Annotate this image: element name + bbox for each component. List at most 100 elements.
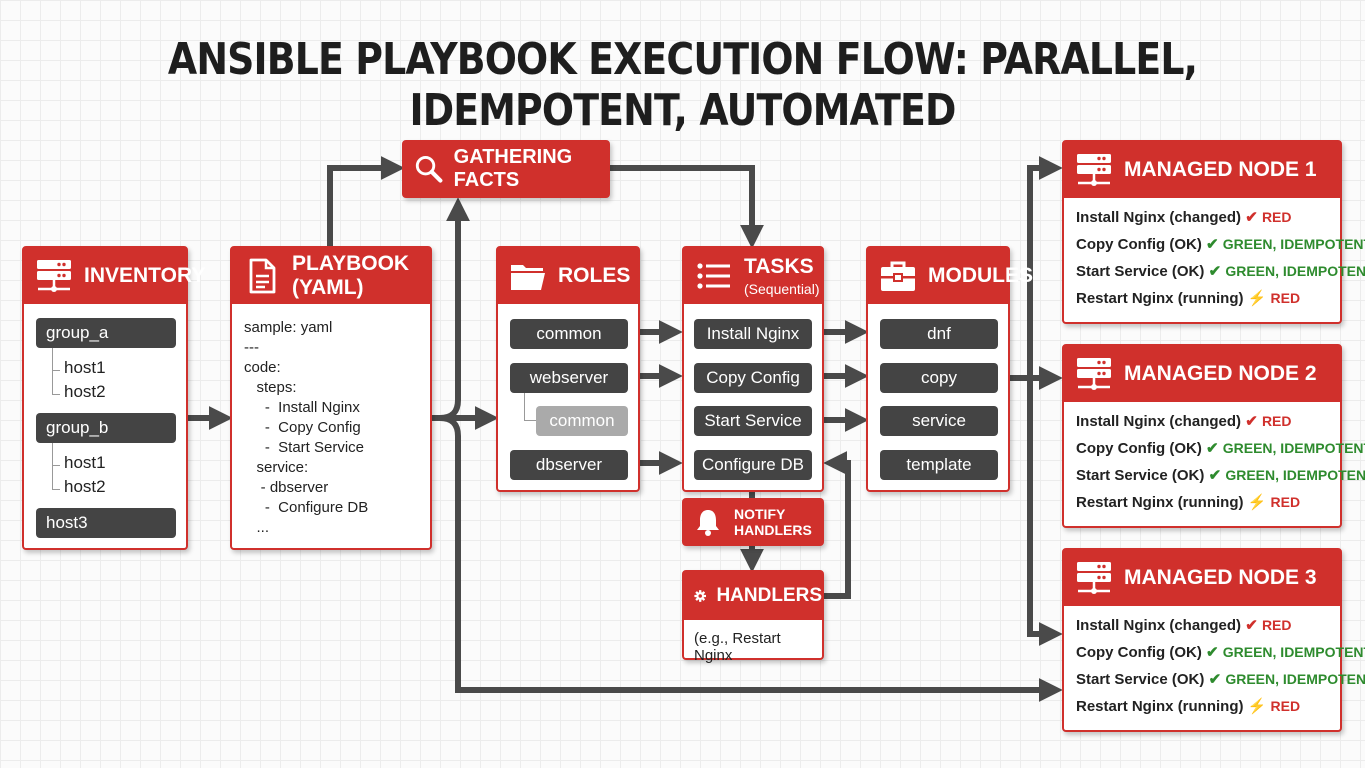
node-task-status: RED bbox=[1270, 290, 1301, 306]
module-template[interactable]: template bbox=[880, 450, 998, 480]
bell-icon bbox=[697, 510, 719, 536]
server-icon bbox=[1077, 562, 1111, 594]
node-task-label: Install Nginx (changed) bbox=[1076, 617, 1242, 634]
node-task-label: Restart Nginx (running) bbox=[1076, 698, 1244, 715]
toolbox-icon bbox=[881, 261, 915, 291]
managed-node-1: MANAGED NODE 1 Install Nginx (changed) ✔… bbox=[1062, 140, 1365, 324]
arrow-handlers-to-configure bbox=[823, 451, 851, 599]
module-copy[interactable]: copy bbox=[880, 363, 998, 393]
check-icon: ✔ bbox=[1205, 644, 1219, 661]
yaml-line: - Start Service bbox=[244, 439, 365, 456]
node-task-status: GREEN, IDEMPOTENT bbox=[1225, 671, 1365, 687]
playbook-yaml: sample: yaml---code: steps: - Install Ng… bbox=[244, 318, 368, 538]
playbook-title: PLAYBOOK (YAML) bbox=[292, 252, 410, 299]
managed-node-header: MANAGED NODE 2 bbox=[1064, 346, 1340, 402]
node-task-label: Start Service (OK) bbox=[1076, 671, 1205, 688]
inventory-title: INVENTORY bbox=[84, 264, 206, 287]
yaml-line: - dbserver bbox=[244, 479, 329, 496]
node-task-status: GREEN, IDEMPOTENT bbox=[1225, 467, 1365, 483]
managed-node-title: MANAGED NODE 2 bbox=[1124, 362, 1317, 385]
lightning-icon: ⚡ bbox=[1247, 698, 1267, 715]
search-icon bbox=[415, 156, 443, 183]
modules-panel: MODULES dnf copy service template bbox=[866, 246, 1033, 492]
modules-header: MODULES bbox=[868, 248, 1033, 304]
node-task-row: Start Service (OK) ✔ GREEN, IDEMPOTENT bbox=[1064, 258, 1365, 285]
module-dnf[interactable]: dnf bbox=[880, 319, 998, 349]
notify-label-line2: HANDLERS bbox=[734, 522, 812, 538]
roles-header: ROLES bbox=[498, 248, 638, 304]
role-common[interactable]: common bbox=[510, 319, 628, 349]
check-icon: ✔ bbox=[1208, 671, 1222, 688]
node-task-label: Install Nginx (changed) bbox=[1076, 413, 1242, 430]
arrow-playbook-to-node3 bbox=[439, 415, 1063, 702]
page-title: ANSIBLE PLAYBOOK EXECUTION FLOW: PARALLE… bbox=[167, 34, 1198, 136]
arrow-branch-node3 bbox=[1027, 378, 1063, 646]
inventory-group-a[interactable]: group_a bbox=[36, 318, 176, 348]
node-task-row: Restart Nginx (running) ⚡ RED bbox=[1064, 285, 1340, 312]
node-task-status: RED bbox=[1270, 698, 1301, 714]
node-task-label: Restart Nginx (running) bbox=[1076, 494, 1244, 511]
gear-icon bbox=[694, 590, 707, 602]
node-task-status: GREEN, IDEMPOTENT bbox=[1222, 644, 1365, 660]
yaml-line: sample: yaml bbox=[244, 319, 333, 336]
node-task-status: GREEN, IDEMPOTENT bbox=[1222, 236, 1365, 252]
node-task-label: Copy Config (OK) bbox=[1076, 644, 1202, 661]
managed-node-title: MANAGED NODE 1 bbox=[1124, 158, 1317, 181]
node-task-status: RED bbox=[1261, 209, 1292, 225]
node-task-label: Copy Config (OK) bbox=[1076, 236, 1202, 253]
module-service[interactable]: service bbox=[880, 406, 998, 436]
task-install-nginx[interactable]: Install Nginx bbox=[694, 319, 812, 349]
playbook-header: PLAYBOOK (YAML) bbox=[232, 248, 430, 304]
role-dbserver[interactable]: dbserver bbox=[510, 450, 628, 480]
lightning-icon: ⚡ bbox=[1247, 290, 1267, 307]
arrow-playbook-to-facts bbox=[327, 156, 405, 246]
yaml-line: steps: bbox=[244, 379, 297, 396]
inventory-panel: INVENTORY group_a host1 host2 group_b ho… bbox=[22, 246, 205, 550]
group-a-host2: host2 bbox=[64, 382, 106, 401]
handlers-title: HANDLERS bbox=[716, 585, 822, 606]
playbook-panel: PLAYBOOK (YAML) sample: yaml---code: ste… bbox=[230, 246, 432, 550]
task-configure-db[interactable]: Configure DB bbox=[694, 450, 812, 480]
handlers-example: (e.g., Restart Nginx bbox=[694, 630, 781, 664]
managed-node-header: MANAGED NODE 3 bbox=[1064, 550, 1340, 606]
yaml-line: - Configure DB bbox=[244, 499, 369, 516]
node-task-row: Restart Nginx (running) ⚡ RED bbox=[1064, 693, 1340, 720]
server-icon bbox=[1077, 154, 1111, 186]
check-icon: ✔ bbox=[1245, 209, 1258, 226]
check-icon: ✔ bbox=[1245, 413, 1258, 430]
handlers-header: HANDLERS bbox=[684, 572, 822, 620]
node-task-row: Copy Config (OK) ✔ GREEN, IDEMPOTENT bbox=[1064, 435, 1365, 462]
notify-label-line1: NOTIFY bbox=[734, 506, 786, 522]
yaml-line: - Copy Config bbox=[244, 419, 361, 436]
task-start-service[interactable]: Start Service bbox=[694, 406, 812, 436]
tasks-subtitle: (Sequential) bbox=[744, 281, 820, 297]
role-webserver-dependency-common[interactable]: common bbox=[536, 406, 628, 436]
modules-title: MODULES bbox=[928, 264, 1033, 287]
yaml-line: service: bbox=[244, 459, 309, 476]
arrow-branch-node1 bbox=[1027, 156, 1063, 378]
task-copy-config[interactable]: Copy Config bbox=[694, 363, 812, 393]
arrow-playbook-up-to-facts bbox=[439, 197, 470, 421]
tasks-title: TASKS bbox=[744, 255, 814, 278]
inventory-host3[interactable]: host3 bbox=[36, 508, 176, 538]
role-webserver[interactable]: webserver bbox=[510, 363, 628, 393]
inventory-group-b[interactable]: group_b bbox=[36, 413, 176, 443]
node-task-row: Install Nginx (changed) ✔ RED bbox=[1064, 204, 1340, 231]
managed-node-header: MANAGED NODE 1 bbox=[1064, 142, 1340, 198]
lightning-icon: ⚡ bbox=[1247, 494, 1267, 511]
node-task-row: Install Nginx (changed) ✔ RED bbox=[1064, 408, 1340, 435]
tasks-header: TASKS (Sequential) bbox=[684, 248, 822, 304]
server-icon bbox=[1077, 358, 1111, 390]
check-icon: ✔ bbox=[1205, 236, 1219, 253]
document-icon bbox=[249, 258, 276, 294]
server-icon bbox=[37, 260, 71, 292]
folder-icon bbox=[511, 265, 545, 290]
node-task-label: Restart Nginx (running) bbox=[1076, 290, 1244, 307]
roles-title: ROLES bbox=[558, 264, 631, 287]
group-b-host2: host2 bbox=[64, 477, 106, 496]
managed-node-3: MANAGED NODE 3 Install Nginx (changed) ✔… bbox=[1062, 548, 1365, 732]
arrow-facts-to-tasks bbox=[610, 165, 764, 249]
managed-node-2: MANAGED NODE 2 Install Nginx (changed) ✔… bbox=[1062, 344, 1365, 528]
group-a-host1: host1 bbox=[64, 358, 106, 377]
managed-node-title: MANAGED NODE 3 bbox=[1124, 566, 1317, 589]
